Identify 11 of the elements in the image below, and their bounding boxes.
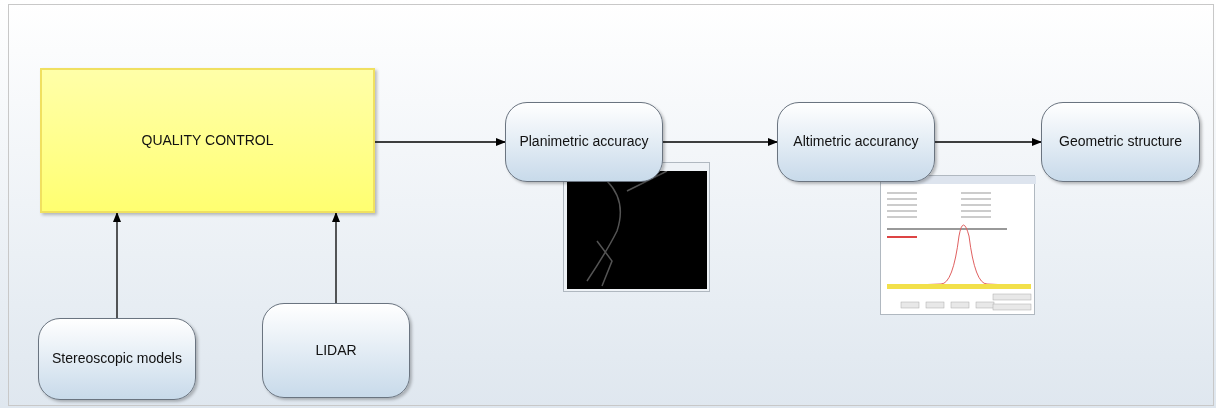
rounded-box: Geometric structure [1041, 102, 1200, 182]
arrow [934, 138, 1042, 146]
arrow [374, 138, 506, 146]
rounded-box: Altimetric accurancy [777, 102, 935, 182]
arrow [332, 212, 340, 304]
rounded-box: Stereoscopic models [38, 318, 196, 400]
process-box: QUALITY CONTROL [40, 68, 375, 213]
arrow [662, 138, 778, 146]
arrow [113, 212, 121, 319]
rounded-box: Planimetric accuracy [505, 102, 663, 182]
rounded-box: LIDAR [262, 303, 410, 398]
